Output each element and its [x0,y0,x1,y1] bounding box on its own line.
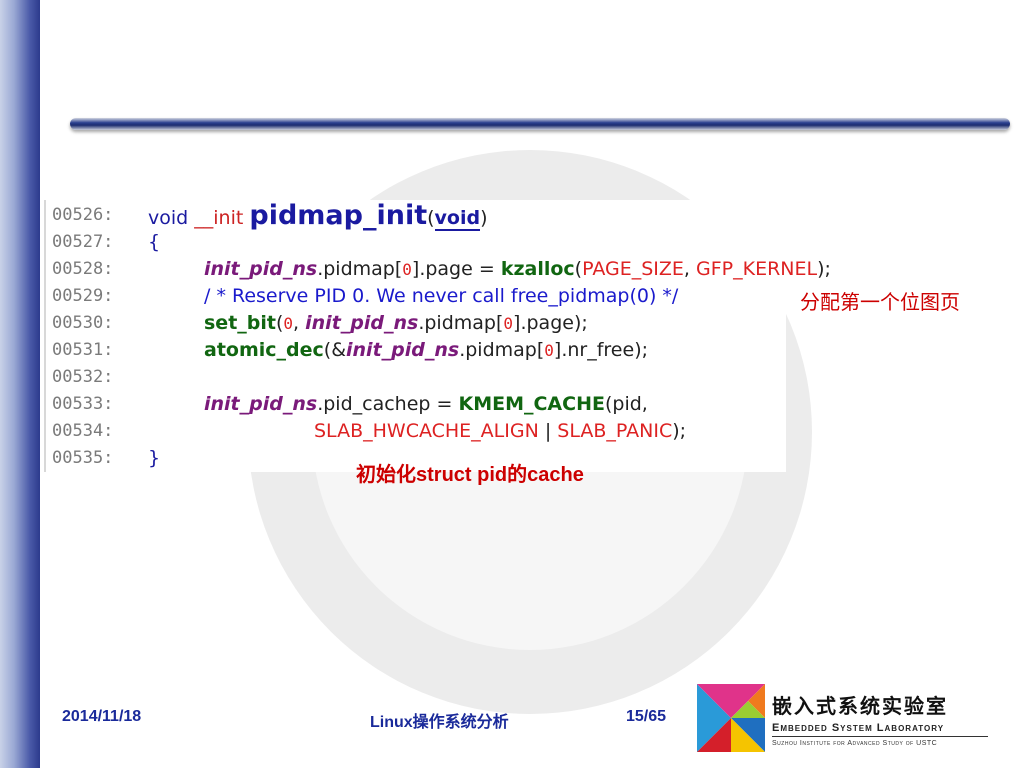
variable: init_pid_ns [346,339,460,361]
lab-logo-icon [697,684,765,752]
title-divider [70,118,1010,130]
code-line: 00527: { [52,229,160,256]
code-content: void __init pidmap_init(void) [148,202,488,232]
code-text: .pidmap[ [459,339,545,361]
line-number: 00527: [52,232,114,252]
code-listing: 00526: void __init pidmap_init(void) 005… [44,200,831,472]
annotation-cache: 初始化struct pid的cache [356,464,584,486]
number: 0 [402,260,412,279]
function-call: KMEM_CACHE [458,393,605,415]
lab-name-en: Embedded System Laboratory [772,722,945,734]
code-text: ].page = [411,258,501,280]
code-text: .pidmap[ [317,258,403,280]
variable: init_pid_ns [305,312,419,334]
code-comment: / * Reserve PID 0. We never call free_pi… [204,285,679,307]
lab-subtitle: Suzhou Institute for Advanced Study of U… [772,740,938,747]
macro: SLAB_PANIC [557,420,673,442]
code-text: ( [275,312,284,334]
code-line: 00534: SLAB_HWCACHE_ALIGN | SLAB_PANIC); [52,418,686,445]
function-name: pidmap_init [249,200,428,231]
init-macro: __init [194,207,244,229]
code-line: 00528: init_pid_ns.pidmap[0].page = kzal… [52,256,831,283]
code-content: init_pid_ns.pidmap[0].page = kzalloc(PAG… [204,256,831,283]
function-call: set_bit [204,312,276,334]
macro: GFP_KERNEL [696,258,818,280]
line-number: 00535: [52,448,114,468]
code-text: , [293,312,306,334]
code-text: , [683,258,697,280]
number: 0 [503,314,514,333]
lab-name-cn: 嵌入式系统实验室 [772,694,948,718]
number: 0 [283,314,294,333]
left-decor-bar [0,0,40,768]
keyword: void [148,207,189,229]
line-number: 00530: [52,313,114,333]
code-line: 00532: [52,364,113,391]
footer-page-number: 15/65 [626,708,667,725]
code-text: ); [672,420,687,442]
function-call: kzalloc [500,258,575,280]
code-line: 00530: set_bit(0, init_pid_ns.pidmap[0].… [52,310,588,337]
code-content: atomic_dec(&init_pid_ns.pidmap[0].nr_fre… [204,337,648,364]
line-number: 00526: [52,205,114,225]
footer-course: Linux操作系统分析 [370,714,509,731]
code-text: (pid, [604,393,648,415]
param-void: void [434,207,481,231]
line-number: 00532: [52,367,114,387]
annotation-bitmap: 分配第一个位图页 [800,290,960,314]
close-brace: } [148,447,161,469]
code-content: set_bit(0, init_pid_ns.pidmap[0].page); [204,310,588,337]
code-text: ( [574,258,583,280]
line-number: 00528: [52,259,114,279]
line-number: 00533: [52,394,114,414]
code-text: .pid_cachep = [317,393,459,415]
code-content: SLAB_HWCACHE_ALIGN | SLAB_PANIC); [314,418,686,445]
code-text: (& [323,339,347,361]
variable: init_pid_ns [204,393,318,415]
code-text: ].page); [513,312,588,334]
code-text: ].nr_free); [553,339,649,361]
footer-date: 2014/11/18 [62,708,142,725]
code-line: 00529: / * Reserve PID 0. We never call … [52,283,678,310]
variable: init_pid_ns [204,258,318,280]
macro: SLAB_HWCACHE_ALIGN [314,420,539,442]
line-number: 00534: [52,421,114,441]
code-line: 00535: } [52,445,160,472]
open-brace: { [148,231,161,253]
code-text: | [538,420,558,442]
function-call: atomic_dec [204,339,324,361]
paren: ) [480,207,488,229]
code-text: .pidmap[ [418,312,504,334]
line-number: 00529: [52,286,114,306]
code-line: 00526: void __init pidmap_init(void) [52,202,488,231]
number: 0 [544,341,554,360]
line-number: 00531: [52,340,114,360]
code-content: init_pid_ns.pid_cachep = KMEM_CACHE(pid, [204,391,648,418]
lab-divider [772,736,988,737]
code-text: ); [817,258,831,280]
paren: ( [427,207,435,229]
code-line: 00533: init_pid_ns.pid_cachep = KMEM_CAC… [52,391,648,418]
code-line: 00531: atomic_dec(&init_pid_ns.pidmap[0]… [52,337,648,364]
macro: PAGE_SIZE [582,258,684,280]
